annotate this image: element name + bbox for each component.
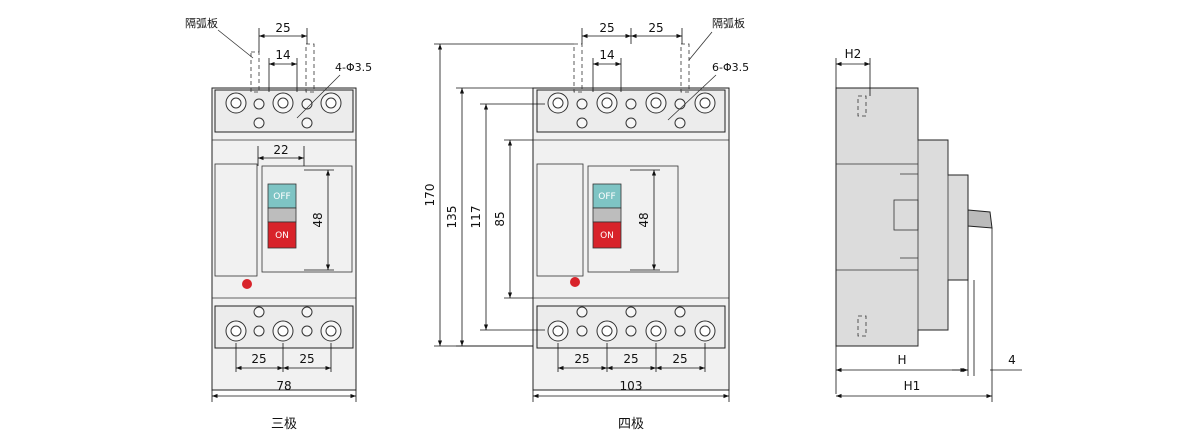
four-pole-dim-height-85: 85	[493, 211, 507, 226]
four-pole-arc-barrier-right	[680, 43, 690, 93]
four-pole-dim-height-overall: 170	[423, 184, 437, 207]
three-pole-dim-bottom-pitch-2: 25	[299, 352, 314, 366]
side-view: H2 H 4 H1	[835, 47, 1022, 402]
three-pole-dim-handle-width: 22	[273, 143, 288, 157]
three-pole-dim-overall-width: 78	[276, 379, 291, 393]
four-pole-dim-top-inner: 14	[599, 48, 614, 62]
four-pole-dim-bottom-pitch-2: 25	[623, 352, 638, 366]
four-pole-dim-top-pitch-1: 25	[599, 21, 614, 35]
three-pole-off-button[interactable]	[267, 183, 297, 209]
four-pole-bottom-terminal-screws	[547, 306, 716, 342]
three-pole-dim-top-inner: 14	[275, 48, 290, 62]
side-view-dim-h2: H2	[845, 47, 862, 61]
three-pole-dim-bottom-pitch-1: 25	[251, 352, 266, 366]
four-pole-view: OFF ON 48 25 25 14 隔弧板 6-Φ3.5 170	[423, 16, 749, 432]
three-pole-view: OFF ON 25 14 隔弧板 4-Φ3.5 22 48	[185, 16, 372, 432]
three-pole-arc-barrier-label: 隔弧板	[185, 16, 218, 30]
three-pole-arc-barrier-right	[305, 43, 315, 93]
three-pole-left-cover	[214, 163, 258, 277]
four-pole-dim-handle-height: 48	[637, 212, 651, 227]
side-view-top-terminal	[857, 95, 867, 117]
four-pole-dim-overall-width: 103	[620, 379, 643, 393]
four-pole-on-button[interactable]	[592, 221, 622, 249]
four-pole-handle-window	[587, 165, 679, 273]
four-pole-dim-height-117: 117	[469, 206, 483, 229]
three-pole-arc-barrier	[250, 51, 260, 93]
four-pole-handle-slot	[592, 207, 622, 223]
side-view-dim-h1: H1	[904, 379, 921, 393]
four-pole-status-indicator	[570, 277, 580, 287]
four-pole-title: 四极	[618, 417, 644, 432]
four-pole-dim-top-pitch-2: 25	[648, 21, 663, 35]
side-view-handle-base	[893, 199, 919, 231]
three-pole-off-label: OFF	[273, 192, 290, 202]
three-pole-bottom-terminal-screws	[225, 306, 342, 342]
three-pole-on-label: ON	[275, 231, 289, 241]
four-pole-arc-barrier-left	[573, 43, 583, 93]
four-pole-arc-barrier-label: 隔弧板	[712, 16, 745, 30]
three-pole-handle-window	[261, 165, 353, 273]
side-view-dim-offset: 4	[1008, 353, 1016, 367]
three-pole-on-button[interactable]	[267, 221, 297, 249]
three-pole-status-indicator	[242, 279, 252, 289]
four-pole-off-label: OFF	[598, 192, 615, 202]
four-pole-dim-bottom-pitch-1: 25	[574, 352, 589, 366]
side-view-dim-h: H	[897, 353, 906, 367]
three-pole-dim-top-pitch: 25	[275, 21, 290, 35]
three-pole-dim-handle-height: 48	[311, 212, 325, 227]
three-pole-top-terminal-screws	[225, 92, 342, 129]
four-pole-dim-bottom-pitch-3: 25	[672, 352, 687, 366]
side-view-bottom-terminal	[857, 315, 867, 337]
side-view-handle	[967, 209, 993, 229]
three-pole-hole-label: 4-Φ3.5	[335, 61, 372, 74]
four-pole-hole-label: 6-Φ3.5	[712, 61, 749, 74]
three-pole-handle-slot	[267, 207, 297, 223]
three-pole-title: 三极	[271, 417, 297, 432]
four-pole-left-cover	[536, 163, 584, 277]
four-pole-top-terminal-screws	[547, 92, 716, 129]
four-pole-dim-height-135: 135	[445, 206, 459, 229]
four-pole-on-label: ON	[600, 231, 614, 241]
